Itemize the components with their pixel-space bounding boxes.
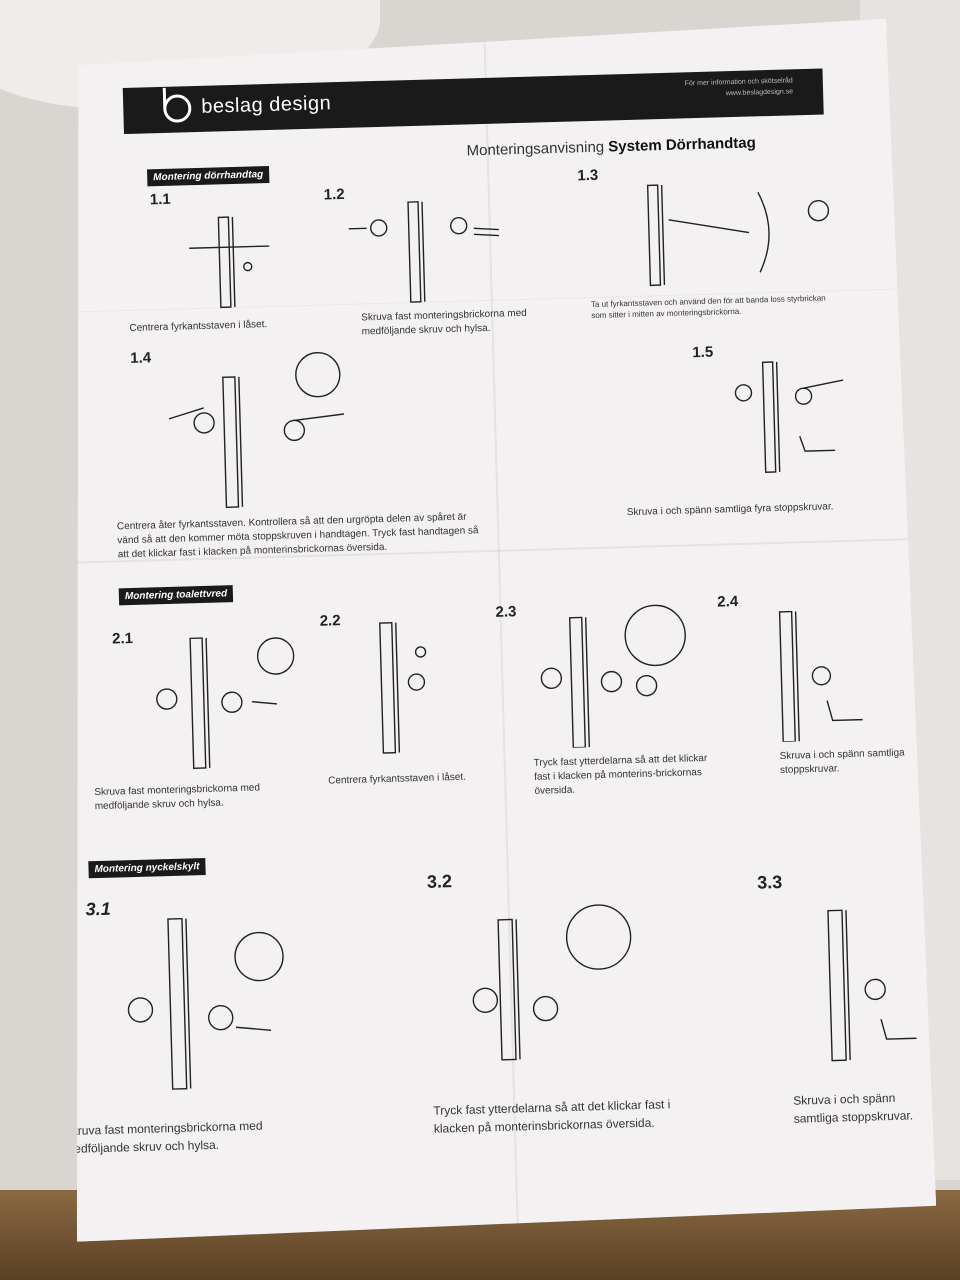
section-label-toilet-lock: Montering toalettvred <box>119 585 234 605</box>
step-number: 3.2 <box>426 871 453 892</box>
step-2-3-illustration <box>529 594 703 749</box>
step-caption: Skruva fast monteringsbrickorna med medf… <box>63 1118 263 1157</box>
step-2-4-illustration <box>759 589 903 743</box>
title-main: System Dörrhandtag <box>608 134 757 156</box>
step-1-5-illustration <box>722 349 866 483</box>
step-3-1-illustration <box>88 906 293 1102</box>
step-1-3-illustration <box>627 170 850 296</box>
step-3-2-illustration <box>467 886 642 1071</box>
step-caption: Tryck fast ytterdelarna så att det klick… <box>533 752 708 797</box>
title-prefix: Monteringsanvisning <box>466 138 605 160</box>
step-number: 2.2 <box>319 612 341 630</box>
step-caption: Centrera fyrkantsstaven i låset. <box>328 771 467 787</box>
step-number: 1.1 <box>149 190 171 209</box>
step-2-1-illustration <box>120 625 304 780</box>
brand-name: beslag design <box>200 92 332 118</box>
brand-logo-icon <box>163 94 192 123</box>
step-number: 3.3 <box>756 871 783 893</box>
step-number: 2.3 <box>495 603 517 621</box>
step-1-2-illustration <box>338 189 511 314</box>
step-caption: Skruva fast monteringsbrickorna med medf… <box>94 782 261 813</box>
section-label-key-plate: Montering nyckelskylt <box>88 858 205 878</box>
step-number: 1.5 <box>692 343 714 362</box>
step-2-2-illustration <box>340 611 454 764</box>
step-number: 1.3 <box>577 166 599 185</box>
step-1-4-illustration <box>162 343 367 519</box>
step-caption: Skruva i och spänn samtliga stoppskruvar… <box>793 1090 914 1126</box>
step-caption: Skruva i och spänn samtliga fyra stoppsk… <box>626 501 834 519</box>
section-label-door-handle: Montering dörrhandtag <box>147 166 269 186</box>
step-caption: Centrera fyrkantsstaven i låset. <box>129 319 268 334</box>
step-3-3-illustration <box>807 888 932 1071</box>
step-caption: Centrera åter fyrkantsstaven. Kontroller… <box>116 511 479 561</box>
step-number: 2.4 <box>717 593 739 611</box>
header-bar: beslag design För mer information och sk… <box>123 68 824 134</box>
step-1-1-illustration <box>168 205 291 318</box>
step-caption: Skruva fast monteringsbrickorna med medf… <box>361 307 527 338</box>
instruction-sheet: beslag design För mer information och sk… <box>43 18 936 1242</box>
step-number: 1.4 <box>130 349 152 367</box>
step-caption: Tryck fast ytterdelarna så att det klick… <box>433 1097 671 1136</box>
document-title: Monteringsanvisning System Dörrhandtag <box>466 134 756 159</box>
step-caption: Skruva i och spänn samtliga stoppskruvar… <box>779 747 905 776</box>
header-info: För mer information och skötselråd www.b… <box>685 75 794 100</box>
